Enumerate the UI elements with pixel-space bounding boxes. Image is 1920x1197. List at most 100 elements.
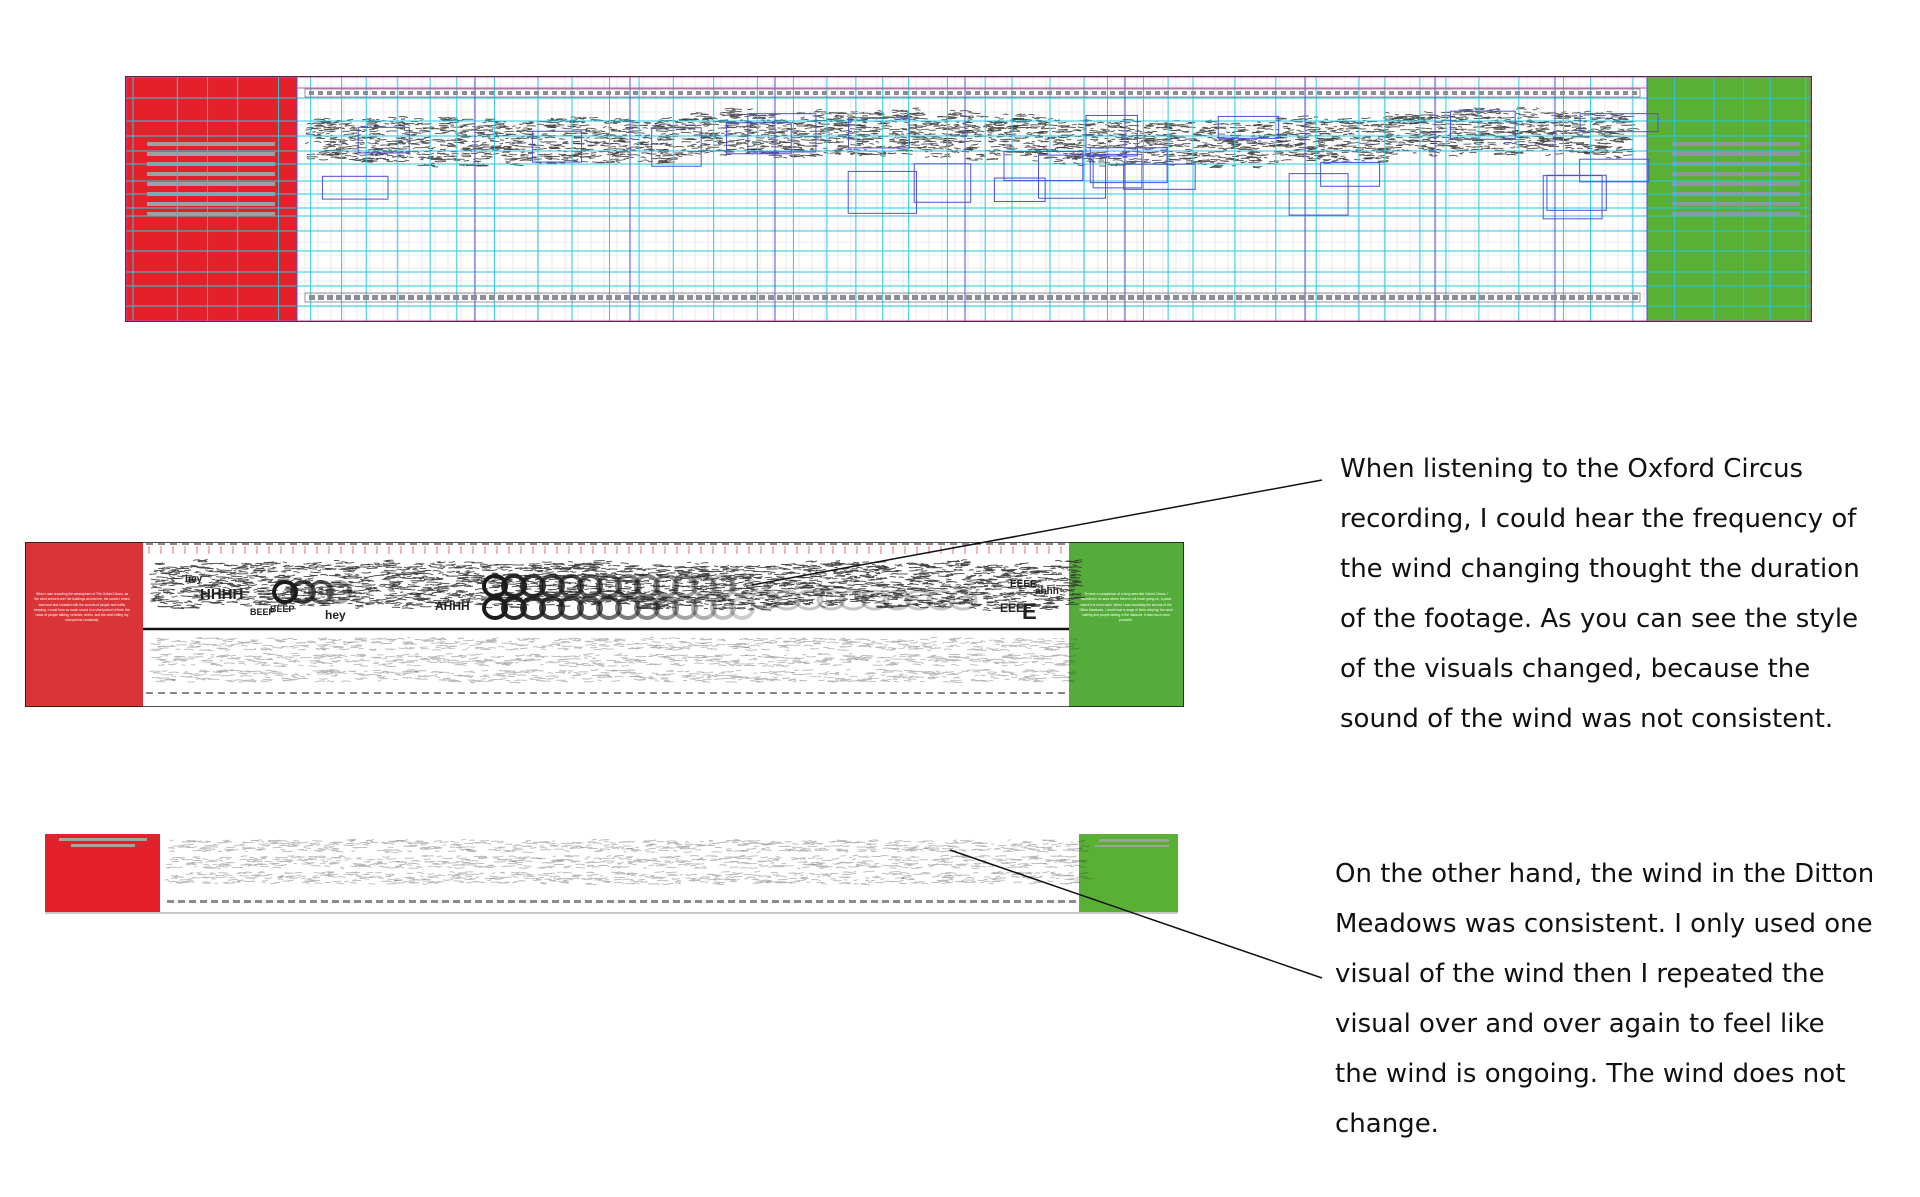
wind-mark xyxy=(164,873,194,884)
timestamp-tick xyxy=(937,900,944,903)
timestamp-tick xyxy=(1209,295,1215,300)
timestamp-tick xyxy=(462,295,468,300)
wind-mark xyxy=(1051,654,1077,666)
timestamp-tick xyxy=(363,295,369,300)
timestamp-tick xyxy=(178,900,185,903)
wind-mark xyxy=(837,637,861,651)
frame-box xyxy=(993,177,1046,202)
timeline-label xyxy=(338,543,345,545)
timestamp-tick xyxy=(618,900,625,903)
timeline-label xyxy=(170,543,177,545)
timeline-label xyxy=(242,692,249,694)
timestamp-tick xyxy=(1380,295,1386,300)
timestamp-tick xyxy=(615,295,621,300)
timeline-label xyxy=(974,543,981,545)
wind-mark xyxy=(673,841,696,853)
timestamp-tick xyxy=(1371,295,1377,300)
timeline-label xyxy=(1010,543,1017,545)
wind-mark xyxy=(533,872,562,885)
timeline-label xyxy=(854,692,861,694)
wind-mark xyxy=(303,637,331,651)
timeline-label xyxy=(290,543,297,545)
wind-mark xyxy=(721,669,750,683)
timeline-label xyxy=(506,692,513,694)
letter-o xyxy=(729,574,755,598)
timestamp-tick xyxy=(1029,91,1034,95)
timestamp-tick xyxy=(1587,91,1592,95)
timestamp-tick xyxy=(1452,91,1457,95)
wind-mark xyxy=(919,636,941,652)
wind-mark xyxy=(1029,654,1055,666)
timestamp-tick xyxy=(669,91,674,95)
wind-mark xyxy=(764,840,796,852)
wind-mark xyxy=(479,636,505,650)
timestamp-tick xyxy=(723,91,728,95)
wind-mark xyxy=(556,871,583,884)
timestamp-tick xyxy=(1074,91,1079,95)
timestamp-tick xyxy=(939,91,944,95)
timeline-label xyxy=(794,543,801,545)
timeline-label xyxy=(194,543,201,545)
wind-mark xyxy=(488,840,514,853)
wind-mark xyxy=(281,672,309,682)
wind-mark xyxy=(855,855,882,869)
guides-magenta xyxy=(125,76,1812,322)
timestamp-tick xyxy=(588,295,594,300)
timestamp-tick xyxy=(804,295,810,300)
timestamp-tick xyxy=(957,295,963,300)
timeline-label xyxy=(686,543,693,545)
timeline-label xyxy=(770,543,777,545)
timestamp-tick xyxy=(318,295,324,300)
timestamp-tick xyxy=(695,900,702,903)
timestamp-tick xyxy=(417,91,422,95)
timeline-label xyxy=(434,692,441,694)
letter-o xyxy=(691,596,717,620)
wind-mark xyxy=(193,636,222,652)
wind-mark xyxy=(326,653,354,667)
wind-mark xyxy=(811,109,847,155)
wind-mark xyxy=(741,839,772,853)
wind-mark xyxy=(1029,669,1060,683)
timestamp-tick xyxy=(1470,91,1475,95)
timestamp-tick xyxy=(390,295,396,300)
timestamp-tick xyxy=(687,295,693,300)
timestamp-tick xyxy=(867,91,872,95)
timestamp-tick xyxy=(453,900,460,903)
wind-mark xyxy=(924,840,954,853)
timestamp-tick xyxy=(1380,91,1385,95)
timestamp-tick xyxy=(741,91,746,95)
timestamp-tick xyxy=(387,900,394,903)
timeline-label xyxy=(938,692,945,694)
timestamp-tick xyxy=(1020,295,1026,300)
timestamp-tick xyxy=(939,295,945,300)
timestamp-tick xyxy=(669,295,675,300)
wind-mark xyxy=(699,565,735,610)
wind-mark xyxy=(257,856,289,869)
timeline-label xyxy=(350,543,357,545)
frame-box xyxy=(1085,114,1138,157)
timestamp-tick xyxy=(1488,295,1494,300)
timestamp-tick xyxy=(1191,295,1197,300)
frame-box xyxy=(725,122,792,155)
wind-mark xyxy=(1163,120,1198,165)
timestamp-tick xyxy=(321,900,328,903)
timestamp-tick xyxy=(1101,295,1107,300)
wind-mark xyxy=(927,854,954,867)
wind-mark xyxy=(677,670,705,682)
letter-o xyxy=(653,574,679,598)
sound-word: hey xyxy=(185,574,203,585)
wind-mark xyxy=(549,638,572,651)
wind-mark xyxy=(919,670,944,683)
timeline-label xyxy=(542,692,549,694)
wind-mark xyxy=(1009,669,1037,681)
wind-mark xyxy=(765,654,793,667)
timestamp-tick xyxy=(1191,91,1196,95)
wind-mark xyxy=(188,871,217,884)
wind-mark xyxy=(373,669,393,682)
wind-mark xyxy=(523,637,554,651)
timestamp-tick xyxy=(903,295,909,300)
timeline-label xyxy=(722,543,729,545)
wind-mark xyxy=(745,671,772,683)
timestamp-tick xyxy=(1245,91,1250,95)
timestamp-tick xyxy=(345,91,350,95)
